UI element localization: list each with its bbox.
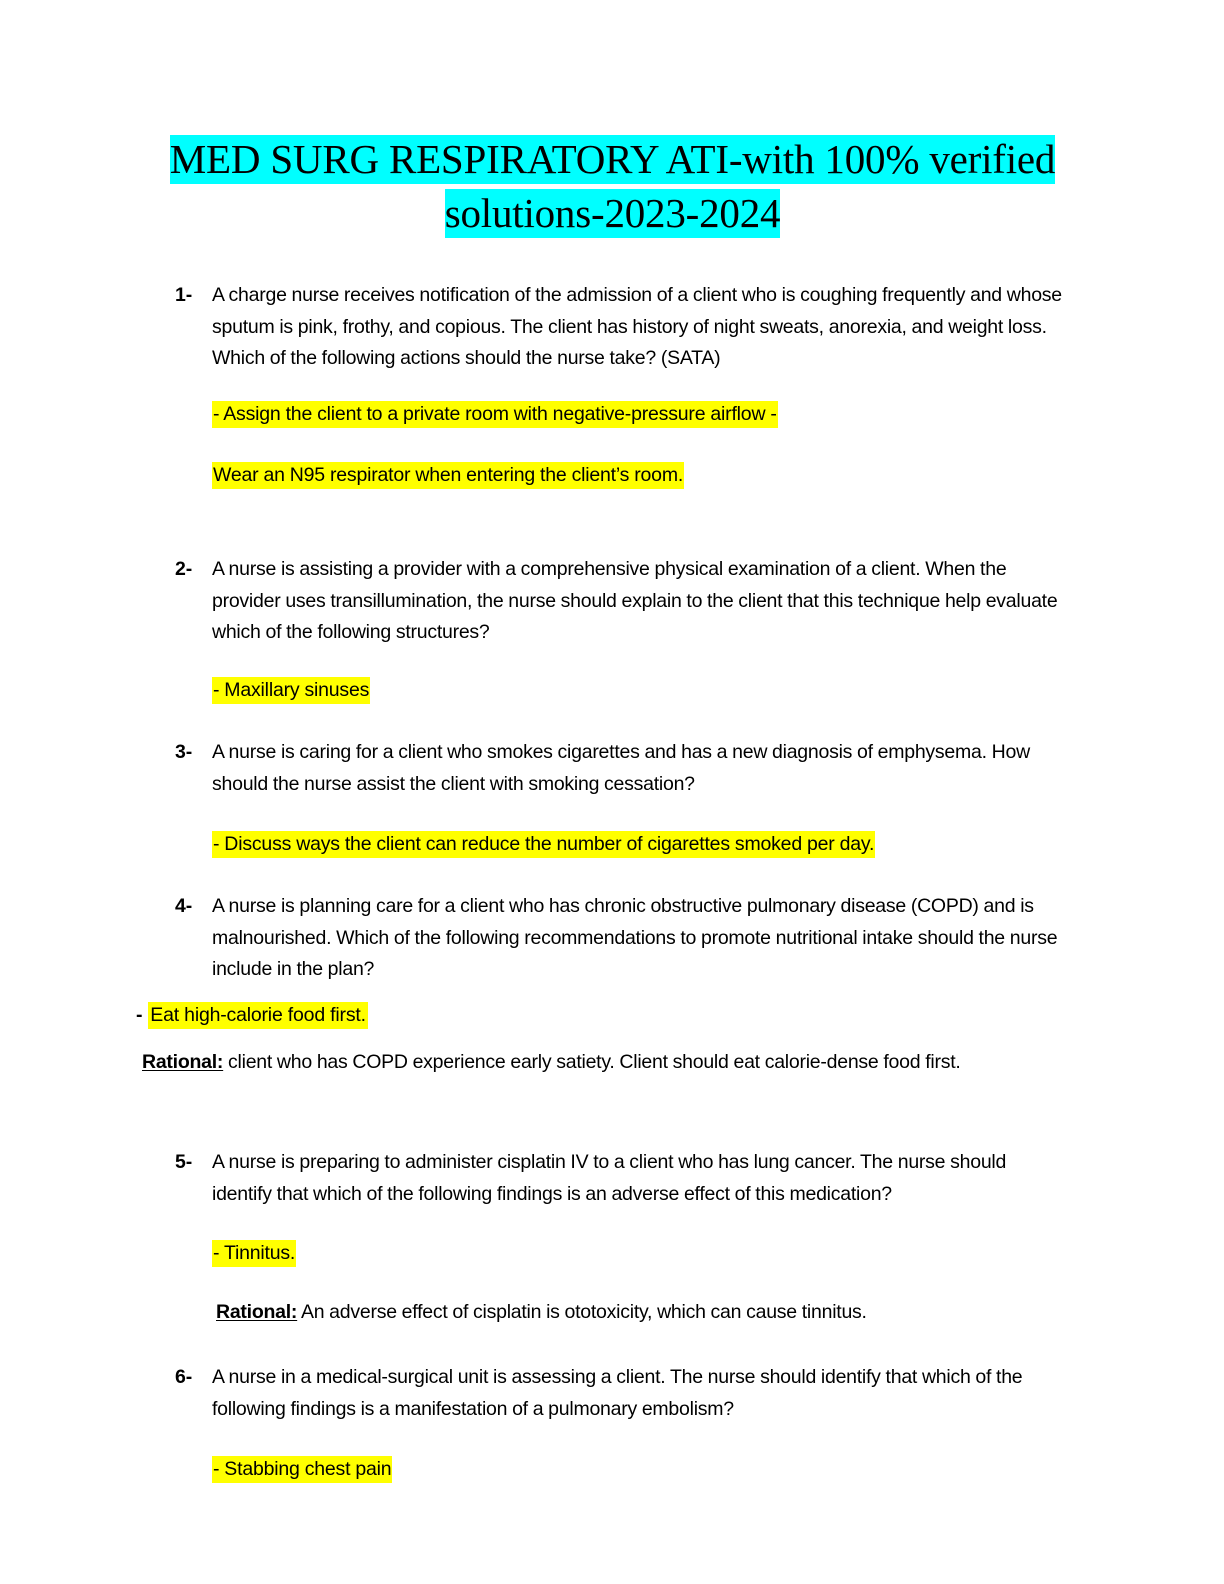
question-text-5: A nurse is preparing to administer cispl… <box>212 1151 1007 1205</box>
answer-highlight: Wear an N95 respirator when entering the… <box>212 462 685 489</box>
answer-highlight: - Stabbing chest pain <box>212 1456 393 1483</box>
question-number-6: 6- <box>175 1366 193 1388</box>
question-block-3: 3- A nurse is caring for a client who sm… <box>175 737 1067 800</box>
rational-text: client who has COPD experience early sat… <box>223 1051 961 1073</box>
question-row: 3- A nurse is caring for a client who sm… <box>175 737 1067 800</box>
question-number-2: 2- <box>175 558 193 580</box>
answer-1-2: Wear an N95 respirator when entering the… <box>212 461 685 490</box>
question-block-4: 4- A nurse is planning care for a client… <box>175 891 1067 986</box>
answer-highlight: - Maxillary sinuses <box>212 677 371 704</box>
question-row: 2- A nurse is assisting a provider with … <box>175 554 1067 649</box>
answer-4-1: -Eat high-calorie food first. <box>136 1001 368 1030</box>
question-number-4: 4- <box>175 895 193 917</box>
answer-2-1: - Maxillary sinuses <box>212 676 371 705</box>
answer-6-1: - Stabbing chest pain <box>212 1455 393 1484</box>
rational-text: An adverse effect of cisplatin is ototox… <box>297 1301 867 1323</box>
question-text-4: A nurse is planning care for a client wh… <box>212 895 1058 981</box>
question-number-5: 5- <box>175 1151 193 1173</box>
question-block-1: 1- A charge nurse receives notification … <box>175 280 1067 375</box>
question-text-6: A nurse in a medical-surgical unit is as… <box>212 1366 1023 1420</box>
question-row: 5- A nurse is preparing to administer ci… <box>175 1147 1067 1210</box>
answer-1-1: - Assign the client to a private room wi… <box>212 400 778 429</box>
question-row: 6- A nurse in a medical-surgical unit is… <box>175 1362 1067 1425</box>
answer-3-1: - Discuss ways the client can reduce the… <box>212 830 876 859</box>
rational-label: Rational: <box>216 1301 298 1323</box>
question-row: 1- A charge nurse receives notification … <box>175 280 1067 375</box>
rational-4: Rational: client who has COPD experience… <box>142 1048 961 1077</box>
page-title-line-1: MED SURG RESPIRATORY ATI-with 100% verif… <box>169 135 1056 184</box>
answer-highlight: - Assign the client to a private room wi… <box>212 401 778 428</box>
rational-label: Rational: <box>142 1051 224 1073</box>
question-number-3: 3- <box>175 741 193 763</box>
answer-5-1: - Tinnitus. <box>212 1239 297 1268</box>
answer-highlight: - Tinnitus. <box>212 1240 297 1267</box>
answer-highlight: - Discuss ways the client can reduce the… <box>212 831 876 858</box>
question-text-1: A charge nurse receives notification of … <box>212 284 1062 370</box>
answer-dash: - <box>136 1004 143 1026</box>
page-title-line-2: solutions-2023-2024 <box>444 189 781 239</box>
question-row: 4- A nurse is planning care for a client… <box>175 891 1067 986</box>
question-block-6: 6- A nurse in a medical-surgical unit is… <box>175 1362 1067 1425</box>
question-text-3: A nurse is caring for a client who smoke… <box>212 741 1030 795</box>
answer-highlight: Eat high-calorie food first. <box>148 1002 368 1029</box>
question-block-5: 5- A nurse is preparing to administer ci… <box>175 1147 1067 1210</box>
page-title: MED SURG RESPIRATORY ATI-with 100% verif… <box>135 132 1090 240</box>
question-text-2: A nurse is assisting a provider with a c… <box>212 558 1058 644</box>
question-number-1: 1- <box>175 284 193 306</box>
question-block-2: 2- A nurse is assisting a provider with … <box>175 554 1067 649</box>
rational-5: Rational: An adverse effect of cisplatin… <box>216 1298 867 1327</box>
